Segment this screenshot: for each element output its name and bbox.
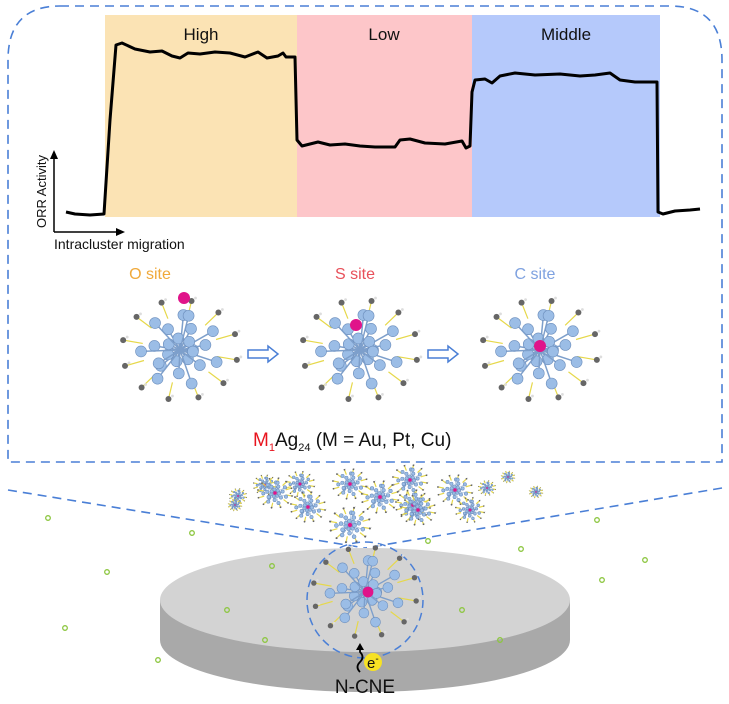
oxygen-bubble [45,515,51,521]
arrow-s-to-c [427,344,460,364]
small-cluster [290,490,327,523]
dopant-atom [468,508,472,512]
dopant-atom [534,340,546,352]
site-label-c: C site [515,266,556,283]
electrode-disk [160,548,570,692]
cluster-on-electrode [311,543,422,639]
dopant-atom [535,491,537,493]
y-axis-label: ORR Activity [34,155,49,228]
small-cluster [400,493,437,526]
oxygen-bubble [497,637,503,643]
dopant-atom [362,586,374,598]
small-cluster [455,496,486,524]
dopant-atom [237,495,239,497]
cluster-o-site [120,292,243,403]
band-label-low: Low [368,25,400,44]
oxygen-bubble [599,577,605,583]
small-cluster [332,467,369,500]
small-cluster [360,479,400,514]
axes [50,150,125,236]
cluster-s-site [300,296,423,403]
oxygen-bubble [594,517,600,523]
electrode-label: N-CNE [335,677,395,698]
small-cluster [329,506,372,544]
oxygen-bubble [459,607,465,613]
x-axis-label: Intracluster migration [54,236,185,252]
dopant-atom [273,491,277,495]
dopant-atom [486,487,488,489]
oxygen-bubble [425,538,431,544]
electron-arrowhead [356,643,364,650]
dopant-atom [178,292,190,304]
dopant-atom [347,522,353,528]
dopant-atom [234,504,236,506]
small-cluster [392,463,429,496]
formula-metal: M [253,430,269,451]
small-cluster [285,470,316,498]
zoom-cone-right [364,487,723,549]
small-cluster [500,470,516,484]
small-cluster [478,479,497,496]
focus-circle [306,541,424,659]
electron-transfer-arrow [356,648,364,673]
dopant-atom [453,488,457,492]
oxygen-bubble [262,637,268,643]
cluster-c-site [480,296,603,403]
oxygen-bubble [155,657,161,663]
dopant-atom [350,319,362,331]
small-cluster [257,476,294,509]
site-label-s: S site [335,266,375,283]
arrow-o-to-s [247,344,280,364]
band-low [297,15,472,217]
electron-symbol: e- [367,654,379,672]
dopant-atom [507,476,509,478]
dopant-atom [416,508,420,512]
small-cluster [227,498,243,512]
band-label-high: High [184,25,219,44]
oxygen-bubble [642,557,648,563]
formula-note: (M = Au, Pt, Cu) [310,430,451,451]
oxygen-bubble [269,563,275,569]
electron-badge [364,653,382,671]
oxygen-bubble [224,607,230,613]
orr-activity-curve [65,41,701,217]
band-middle [472,15,660,217]
dopant-atom [298,482,302,486]
oxygen-bubble [518,546,524,552]
formula-metal-subscript: 1 [269,442,275,454]
band-high [105,15,297,217]
callout-frame [7,5,723,463]
dopant-atom [306,505,310,509]
small-cluster [437,473,474,506]
formula-silver-subscript: 24 [298,442,310,454]
dopant-atom [348,482,352,486]
zoom-cone-left [7,489,366,549]
small-cluster [528,485,544,499]
band-label-middle: Middle [541,25,591,44]
cluster-formula: M1Ag24 (M = Au, Pt, Cu) [253,430,451,454]
formula-silver: Ag [275,430,298,451]
dopant-atom [408,478,412,482]
oxygen-bubble [189,530,195,536]
site-label-o: O site [129,266,171,283]
dopant-atom [378,495,382,499]
oxygen-bubble [62,625,68,631]
oxygen-bubble [104,569,110,575]
